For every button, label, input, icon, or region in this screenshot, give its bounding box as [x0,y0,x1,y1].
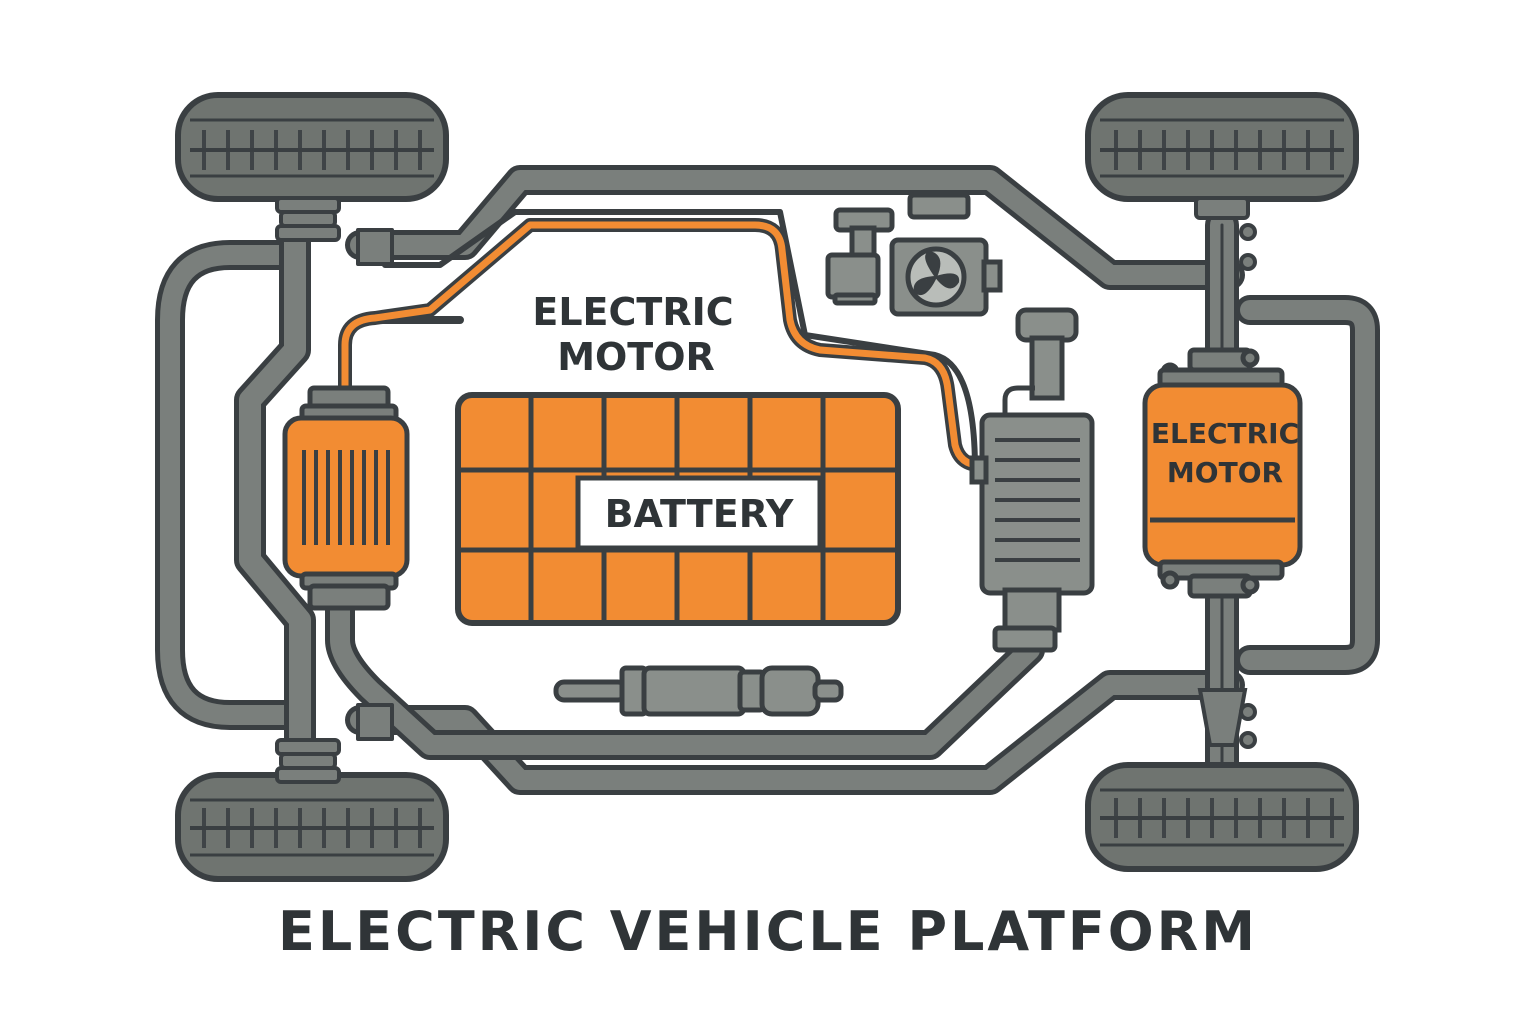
motor-label-top-line2: MOTOR [557,335,715,379]
wheel-rear-right [1085,762,1359,872]
battery-label-panel [575,475,823,551]
battery-label: BATTERY [605,492,794,536]
left-axle-joints [275,196,341,784]
inverter-unit [969,307,1095,653]
right-motor-unit [1142,347,1303,599]
wheel-front-left [175,92,449,202]
motor-label-top-line1: ELECTRIC [532,290,733,334]
motor-label-right-line2: MOTOR [1167,456,1283,489]
battery-pack: BATTERY [455,392,901,626]
wheel-rear-left [175,772,449,882]
small-valve-unit [825,207,895,306]
motor-label-right-line1: ELECTRIC [1151,417,1299,450]
drive-shaft [553,665,844,717]
chassis-frame [155,165,1380,795]
left-motor-unit [282,385,410,611]
right-axle-joints [1194,196,1257,749]
wheel-front-right [1085,92,1359,202]
page-title: ELECTRIC VEHICLE PLATFORM [278,900,1258,963]
cooling-fan-unit [889,192,1003,317]
